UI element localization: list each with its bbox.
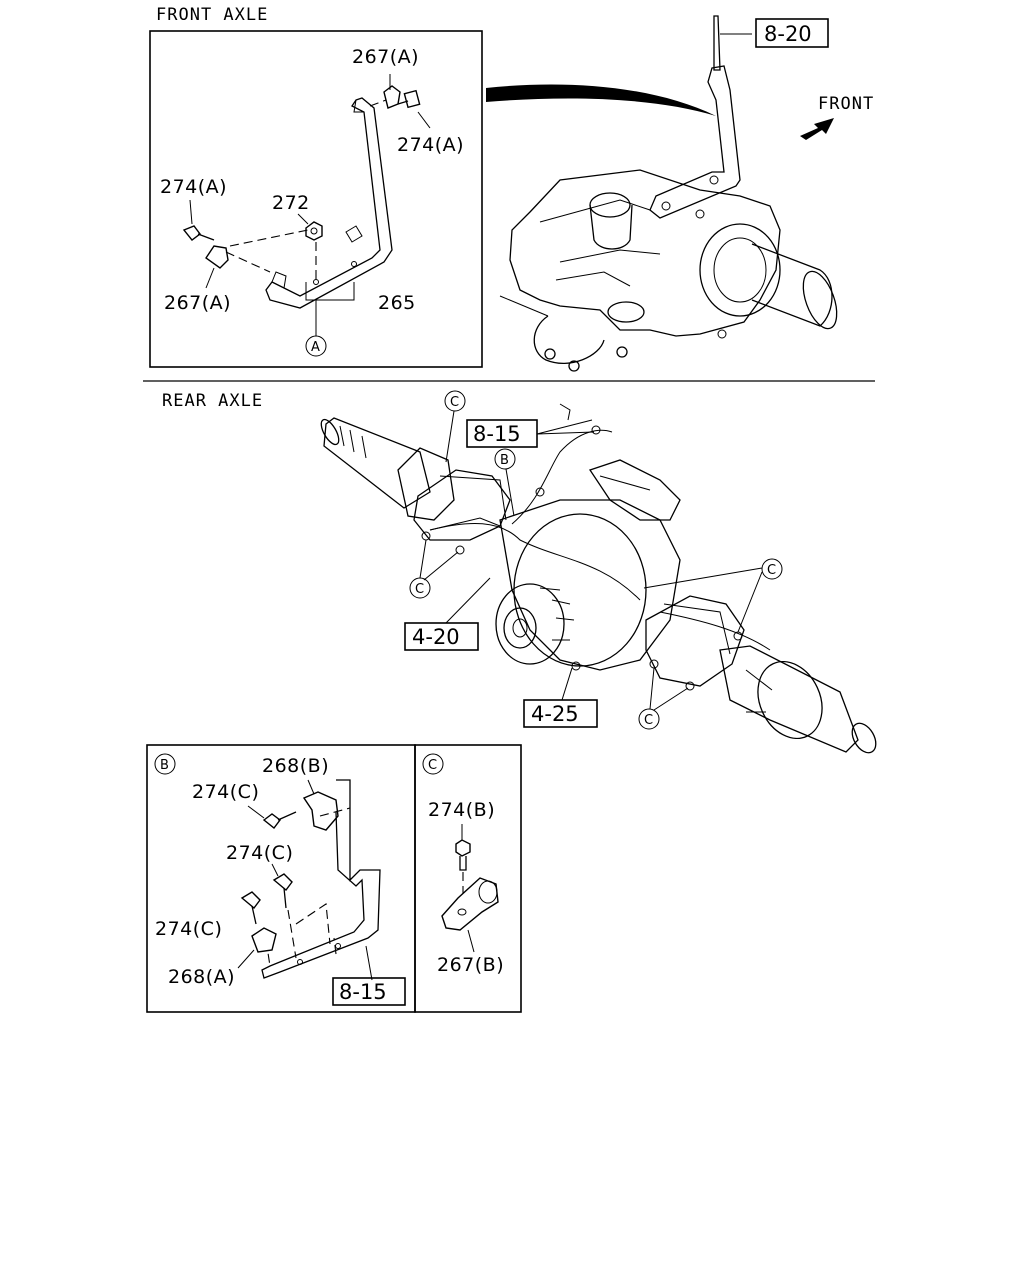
callout-c-bottom: C xyxy=(638,667,689,730)
ref-8-15-rear: 8-15 xyxy=(473,422,521,446)
detail-c-frame xyxy=(414,744,522,1013)
front-direction-label: FRONT xyxy=(818,94,874,114)
front-arrow-icon xyxy=(800,118,834,140)
nut-272 xyxy=(297,213,323,280)
detail-b-marker: B xyxy=(160,758,169,773)
callout-c-top: C xyxy=(444,390,466,463)
svg-text:C: C xyxy=(644,713,653,728)
detail-pointer-swoosh xyxy=(486,84,716,116)
svg-text:C: C xyxy=(450,395,459,410)
rear-axle-title: REAR AXLE xyxy=(162,391,263,411)
label-274c-1: 274(C) xyxy=(192,781,259,803)
detail-c-marker: C xyxy=(428,758,437,773)
bracket-265 xyxy=(265,97,393,309)
label-274b: 274(B) xyxy=(428,799,495,821)
label-265: 265 xyxy=(378,292,416,314)
front-axle-title: FRONT AXLE xyxy=(156,5,268,25)
ref-box-4-25[interactable] xyxy=(523,699,598,728)
label-272: 272 xyxy=(272,192,310,214)
label-268b: 268(B) xyxy=(262,755,329,777)
callout-b: B xyxy=(494,448,516,517)
front-axle-assembly: 8-20 xyxy=(499,15,838,372)
callout-a-circle xyxy=(305,335,327,357)
leader-8-15-rear xyxy=(536,419,595,435)
bolt-274a-left xyxy=(182,199,215,241)
callout-c-left: C xyxy=(409,539,459,599)
callout-a-label: A xyxy=(311,340,320,355)
ref-box-4-20[interactable] xyxy=(404,622,479,651)
bolt-274a-right xyxy=(397,89,431,129)
detail-b-parts xyxy=(237,779,381,981)
label-267b: 267(B) xyxy=(437,954,504,976)
ref-4-20: 4-20 xyxy=(412,625,460,649)
callout-c-right: C xyxy=(643,558,783,633)
svg-text:C: C xyxy=(415,582,424,597)
leader-4-20 xyxy=(445,577,491,624)
ref-box-8-15-detail[interactable] xyxy=(332,977,406,1006)
ref-box-8-20[interactable] xyxy=(755,18,829,48)
label-274c-2: 274(C) xyxy=(226,842,293,864)
rear-axle-assembly xyxy=(320,403,877,754)
front-detail-frame xyxy=(149,30,483,368)
leader-4-25 xyxy=(561,667,573,701)
clip-267a-top xyxy=(369,74,401,109)
clip-267a-bottom xyxy=(205,229,309,289)
ref-8-15-detail: 8-15 xyxy=(339,980,387,1004)
svg-text:C: C xyxy=(767,563,776,578)
label-268a: 268(A) xyxy=(168,966,235,988)
label-274a-left: 274(A) xyxy=(160,176,227,198)
label-274a-right: 274(A) xyxy=(397,134,464,156)
svg-text:B: B xyxy=(500,453,509,468)
label-267a-bottom: 267(A) xyxy=(164,292,231,314)
detail-c-marker-circle xyxy=(422,753,444,775)
label-274c-3: 274(C) xyxy=(155,918,222,940)
detail-c-parts xyxy=(441,824,499,953)
detail-b-marker-circle xyxy=(154,753,176,775)
label-267a-top: 267(A) xyxy=(352,46,419,68)
ref-8-20: 8-20 xyxy=(764,22,812,46)
ref-4-25: 4-25 xyxy=(531,702,579,726)
